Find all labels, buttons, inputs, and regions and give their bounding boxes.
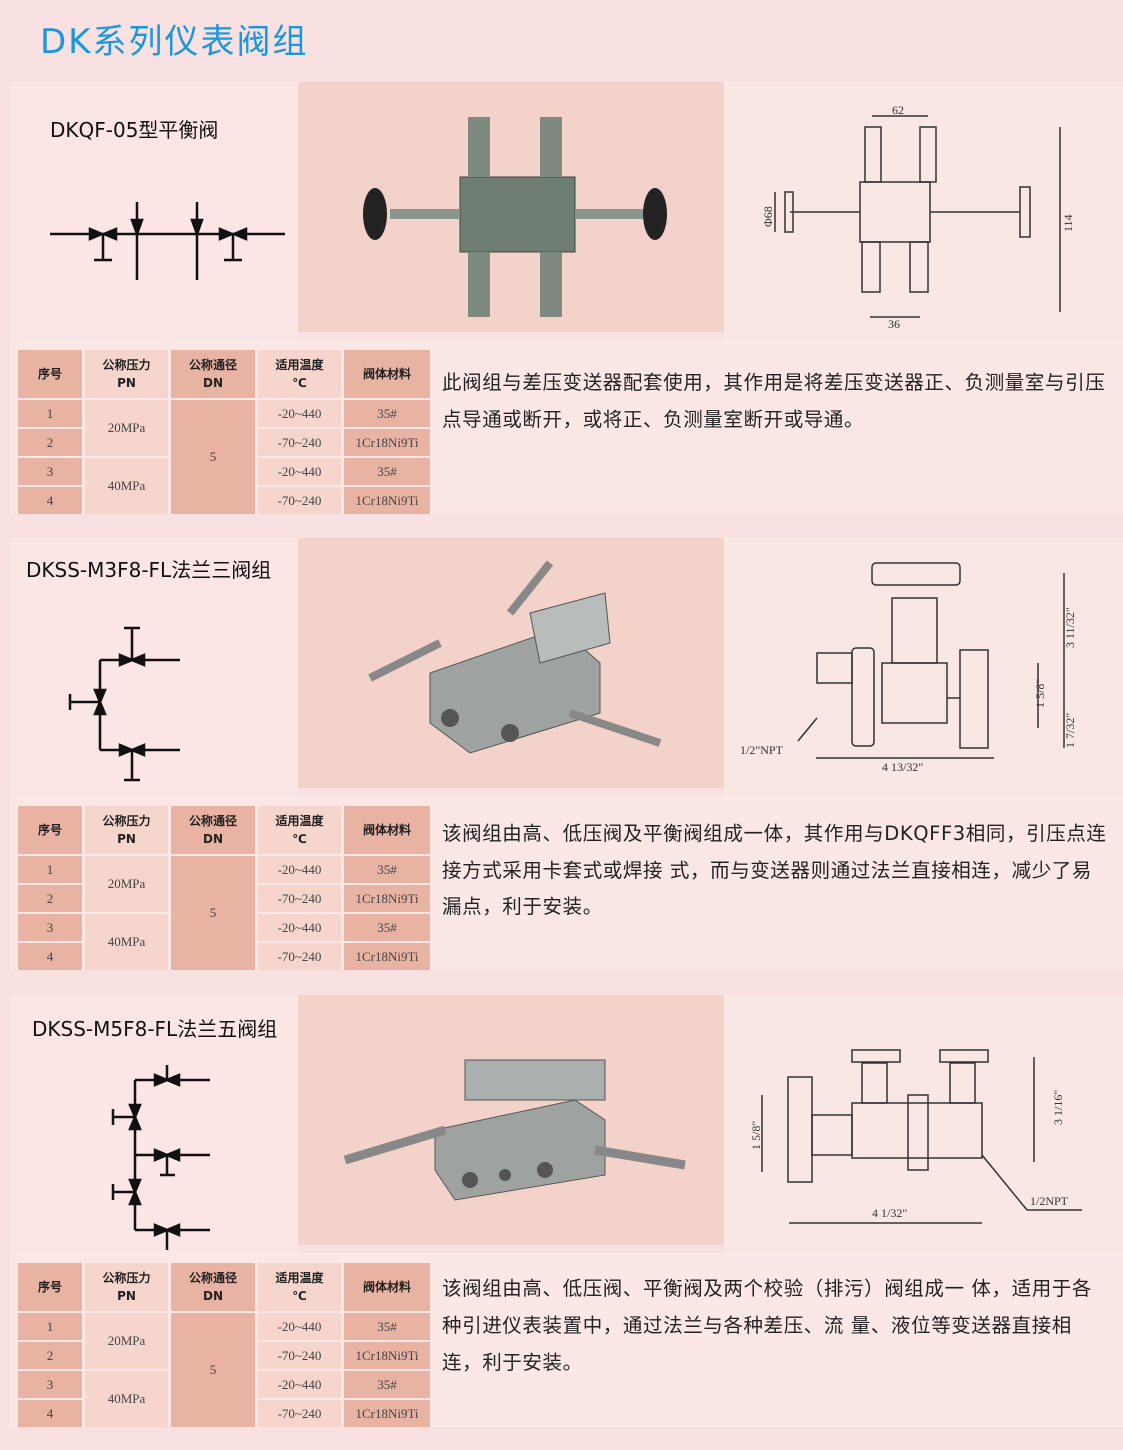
dimension-drawing: 62 Φ68 114 36	[761, 103, 1075, 331]
product-title: DKSS-M3F8-FL法兰三阀组	[26, 558, 272, 582]
header-material: 阀体材料	[344, 1263, 430, 1311]
product-title: DKSS-M5F8-FL法兰五阀组	[32, 1017, 278, 1041]
dim-label: 1 5/8"	[749, 1121, 763, 1150]
product-title: DKQF-05型平衡阀	[50, 118, 219, 142]
product-photo	[368, 560, 662, 754]
product-photo	[343, 1059, 686, 1201]
dim-label: 62	[892, 103, 904, 117]
dim-label: 1/2"NPT	[740, 743, 784, 757]
valve-schematic	[111, 1065, 210, 1250]
dim-label: 4 1/32"	[872, 1206, 907, 1220]
header-no: 序号	[18, 350, 82, 398]
product-description: 此阀组与差压变送器配套使用，其作用是将差压变送器正、负测量室与引压点导通或断开，…	[442, 371, 1106, 431]
product-description: 该阀组由高、低压阀、平衡阀及两个校验（排污）阀组成一 体，适用于各种引进仪表装置…	[442, 1277, 1092, 1374]
product-section-dkss-m5f8-fl: DKSS-M5F8-FL法兰五阀组 1 5/8" 3 1/16" 4 1/32"…	[10, 995, 1123, 1427]
dim-label: 1/2NPT	[1030, 1194, 1069, 1208]
dim-label: Φ68	[761, 206, 775, 227]
header-no: 序号	[18, 1263, 82, 1311]
header-temp: 适用温度℃	[258, 1263, 341, 1311]
header-material: 阀体材料	[344, 806, 430, 854]
product-description: 该阀组由高、低压阀及平衡阀组成一体，其作用与DKQFF3相同，引压点连接方式采用…	[442, 822, 1107, 918]
product-photo	[363, 117, 667, 317]
product-section-dkss-m3f8-fl: DKSS-M3F8-FL法兰三阀组 1/2"NPT 4 13/32" 3 11/…	[10, 538, 1123, 970]
dim-label: 1 5/8"	[1033, 679, 1047, 708]
header-temp: 适用温度℃	[258, 806, 341, 854]
dim-label: 3 11/32"	[1063, 607, 1077, 648]
header-material: 阀体材料	[344, 350, 430, 398]
dim-label: 36	[888, 317, 900, 331]
page-title: DK系列仪表阀组	[40, 22, 309, 62]
valve-schematic	[68, 626, 180, 782]
header-no: 序号	[18, 806, 82, 854]
valve-schematic	[50, 202, 285, 280]
dim-label: 4 13/32"	[882, 760, 923, 774]
dimension-drawing: 1/2"NPT 4 13/32" 3 11/32" 1 5/8" 1 7/32"	[740, 562, 1077, 774]
dim-label: 3 1/16"	[1051, 1090, 1065, 1125]
header-temp: 适用温度℃	[258, 350, 341, 398]
dimension-drawing: 1 5/8" 3 1/16" 4 1/32" 1/2NPT	[749, 1049, 1082, 1224]
dim-label: 1 7/32"	[1063, 713, 1077, 748]
dim-label: 114	[1061, 214, 1075, 232]
